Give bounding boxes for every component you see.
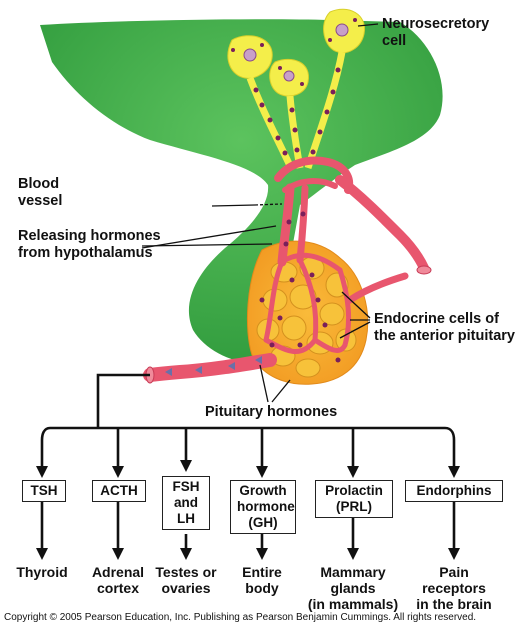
- copyright-notice: Copyright © 2005 Pearson Education, Inc.…: [4, 612, 477, 623]
- vessel-end-right: [416, 265, 432, 275]
- hormone-box-tsh: TSH: [22, 480, 66, 502]
- label-pituitary-hormones: Pituitary hormones: [205, 404, 338, 420]
- target-entire-body: Entire body: [242, 564, 282, 596]
- hormone-markers: [165, 356, 262, 376]
- label-releasing-hormones: Releasing hormones from hypothalamus: [18, 228, 161, 261]
- target-thyroid: Thyroid: [16, 564, 68, 580]
- target-testes-ovaries: Testes or ovaries: [155, 564, 217, 596]
- hormone-box-endorphins: Endorphins: [405, 480, 503, 502]
- arrowheads: [36, 460, 460, 560]
- distribution-tree: [40, 373, 456, 548]
- hormone-box-prolactin: Prolactin (PRL): [315, 480, 393, 518]
- label-endocrine-cells: Endocrine cells of the anterior pituitar…: [374, 311, 515, 344]
- hormone-box-gh: Growth hormone (GH): [230, 480, 296, 534]
- target-mammary-glands: Mammary glands (in mammals): [307, 564, 399, 612]
- hypothalamus-tissue: [40, 19, 443, 366]
- label-blood-vessel: Blood vessel: [18, 176, 63, 209]
- hormone-box-acth: ACTH: [92, 480, 146, 502]
- hormone-box-fsh-lh: FSH and LH: [162, 476, 210, 530]
- target-pain-receptors: Pain receptors in the brain: [416, 564, 492, 612]
- axon-left: [246, 76, 296, 172]
- label-pointers: [141, 23, 379, 403]
- hormone-granules: [231, 18, 357, 363]
- blood-vessels: [143, 156, 429, 382]
- target-adrenal-cortex: Adrenal cortex: [91, 564, 145, 596]
- label-neurosecretory-cell: Neurosecretory cell: [382, 16, 490, 49]
